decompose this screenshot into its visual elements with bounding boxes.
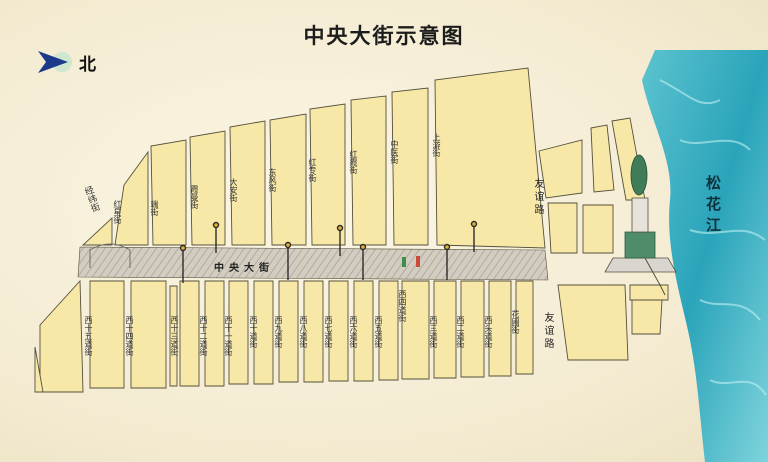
north-street-label: 红霞街 (349, 150, 358, 174)
north-street-label: 中医街 (390, 140, 399, 164)
river-label: 松花江 (704, 175, 722, 238)
south-street-label: 西七道街 (324, 316, 333, 348)
south-street-label: 西十一道街 (224, 316, 233, 356)
south-street-label: 西十三道街 (170, 316, 179, 356)
south-street-label: 西二道街 (456, 316, 465, 348)
south-street-label: 西头道街 (484, 316, 493, 348)
south-street-label: 西十道街 (249, 316, 258, 348)
flood-memorial-monument (604, 154, 677, 296)
gateway-arch (89, 243, 131, 268)
east-road-label-north: 友谊路 (532, 178, 543, 217)
south-street-label: 花圃街 (511, 310, 520, 334)
map-title: 中央大街示意图 (303, 24, 465, 48)
pedestrian-figures (402, 256, 420, 267)
central-street-band (77, 246, 549, 281)
north-street-label: 红专街 (308, 158, 317, 182)
south-street-label: 西八道街 (299, 316, 308, 348)
south-street-label: 西十四道街 (125, 316, 134, 356)
south-street-label: 西五道街 (374, 316, 383, 348)
north-arrow-icon (38, 51, 72, 73)
central-street-label: 中央大街 (214, 263, 274, 274)
north-street-label: 大安街 (229, 178, 238, 202)
south-street-label: 西九道街 (274, 316, 283, 348)
south-street-label: 西四道街 (398, 290, 407, 322)
north-street-label: 红星街 (113, 200, 122, 224)
north-street-label: 东风街 (268, 168, 277, 192)
south-blocks (34, 279, 534, 393)
north-street-label: 端街 (150, 200, 159, 216)
street-lamps (179, 220, 478, 283)
south-street-label: 西六道街 (349, 316, 358, 348)
songhua-river (642, 50, 768, 462)
north-label: 北 (79, 55, 96, 75)
south-street-label: 西十五道街 (84, 316, 93, 356)
north-street-label: 上游街 (432, 133, 441, 157)
north-street-label: 霞曼街 (190, 185, 199, 209)
east-road-label-south: 友谊路 (542, 312, 553, 351)
south-street-label: 西十二道街 (199, 316, 208, 356)
north-blocks (81, 67, 546, 249)
south-street-label: 西三道街 (429, 316, 438, 348)
